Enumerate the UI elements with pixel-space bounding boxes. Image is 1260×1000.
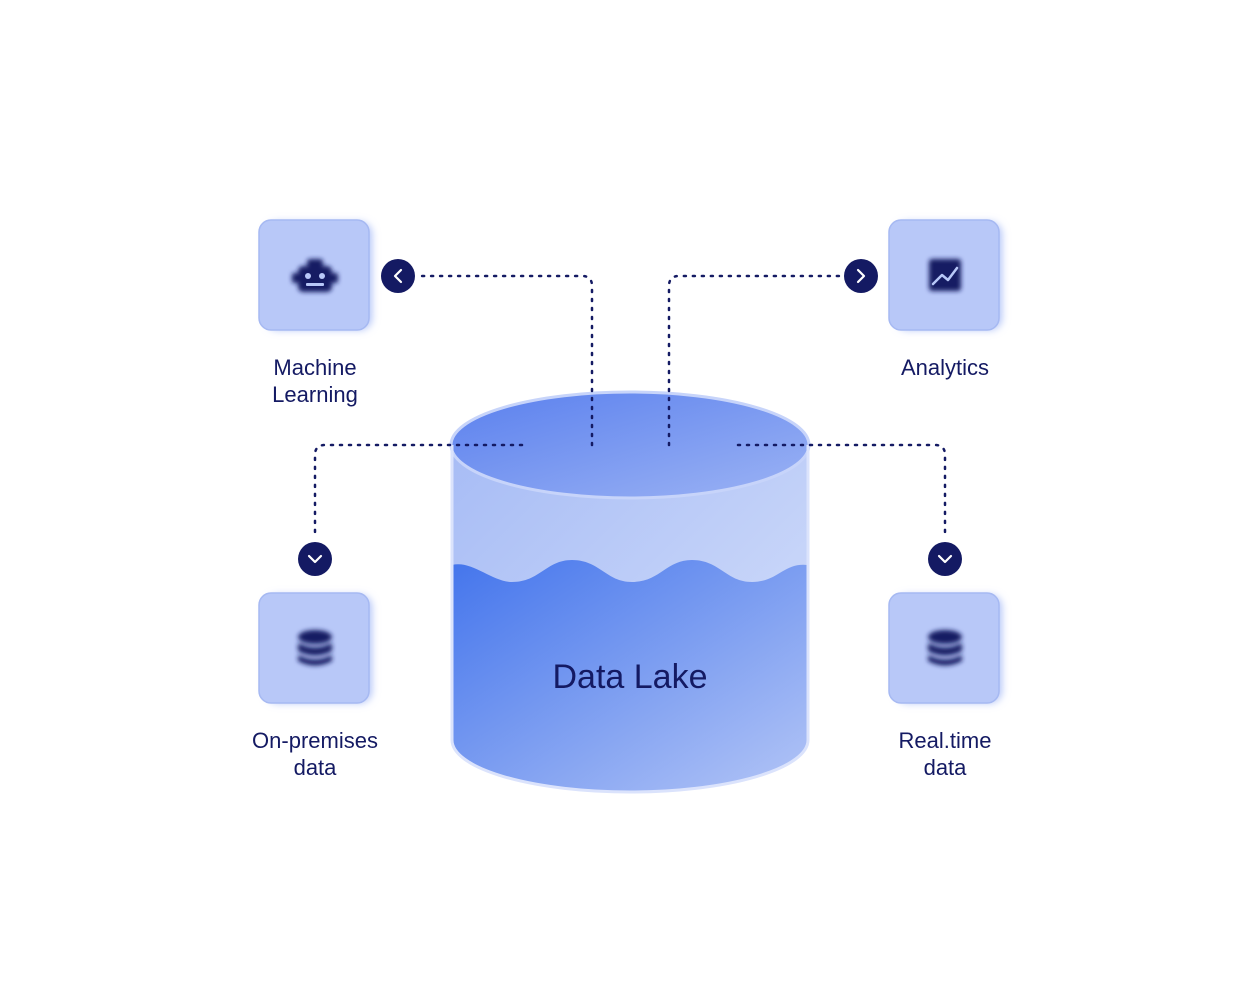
connector-real-time — [736, 443, 947, 540]
chevron-down-badge — [298, 542, 332, 576]
chevron-down-icon — [937, 554, 953, 564]
real-time-data-label: Real.time data — [898, 728, 992, 780]
line-chart-icon — [929, 259, 961, 291]
node-analytics — [844, 219, 1002, 331]
connector-on-premises — [313, 443, 524, 540]
data-lake-cylinder — [449, 390, 811, 794]
cylinder-outline — [450, 445, 810, 794]
chevron-left-icon — [393, 268, 403, 284]
cylinder-water — [452, 560, 808, 792]
machine-learning-label: Machine Learning — [272, 355, 358, 407]
database-icon — [298, 630, 332, 666]
analytics-label: Analytics — [900, 355, 990, 380]
node-real-time-data — [888, 542, 1002, 704]
chevron-down-icon — [307, 554, 323, 564]
node-on-premises-data — [258, 542, 372, 704]
chevron-down-badge — [928, 542, 962, 576]
node-machine-learning — [258, 219, 415, 331]
chevron-right-badge — [844, 259, 878, 293]
data-lake-label: Data Lake — [552, 658, 708, 696]
database-icon — [928, 630, 962, 666]
chevron-left-badge — [381, 259, 415, 293]
chevron-right-icon — [856, 268, 866, 284]
on-premises-data-label: On-premises data — [252, 728, 378, 780]
connectors — [313, 274, 947, 540]
